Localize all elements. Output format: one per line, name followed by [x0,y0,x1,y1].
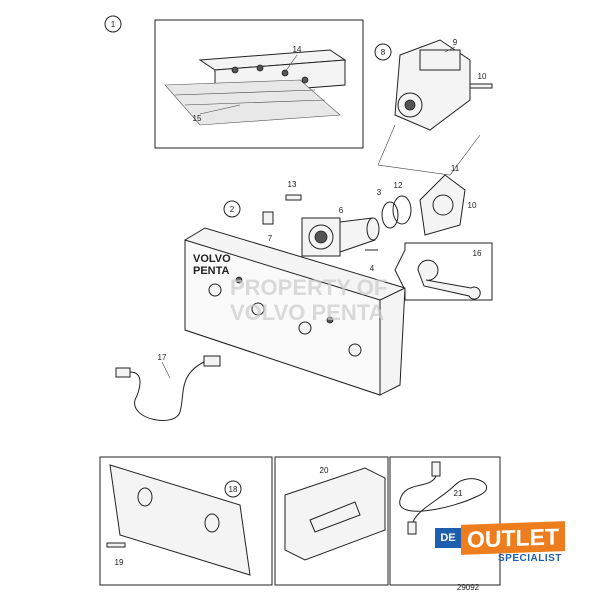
detail-box-21 [389,456,501,586]
part-label-12: 12 [394,181,403,190]
panel-logo-penta: PENTA [193,265,230,277]
cable-harness [115,355,221,421]
front-plate [106,464,251,576]
part-label-21: 21 [454,489,463,498]
motor-assembly [262,174,466,257]
part-label-3: 3 [377,188,382,197]
part-label-16: 16 [473,249,482,258]
callout-group-1: 1 [104,15,122,33]
panel-logo-volvo: VOLVO [193,253,231,265]
part-label-10: 10 [478,72,487,81]
detail-box-18 [99,456,273,586]
callout-group-8: 8 [374,43,392,61]
sensor-cable [399,461,488,535]
svg-text:8: 8 [381,48,386,57]
drawing-number: 29092 [457,583,480,592]
control-unit [284,467,386,561]
actuator-assembly [377,39,493,176]
part-label-17: 17 [158,353,167,362]
watermark-line-2: VOLVO PENTA [230,300,385,325]
logo-main: OUTLET [461,521,565,555]
watermark-line-1: PROPERTY OF [230,275,387,300]
part-label-7: 7 [268,234,273,243]
part-label-4: 4 [370,264,375,273]
svg-text:18: 18 [229,485,238,494]
detail-box-1 [154,19,364,149]
part-label-14: 14 [293,45,302,54]
wrench-tool [417,259,481,300]
part-label-20: 20 [320,466,329,475]
part-label-13: 13 [288,180,297,189]
svg-text:2: 2 [230,205,235,214]
control-panel: VOLVO PENTA [184,227,406,396]
detail-box-20 [274,456,389,586]
logo-sub: SPECIALIST [498,553,562,564]
callout-group-18: 18 [224,480,242,498]
part-label-19: 19 [115,558,124,567]
part-label-15: 15 [193,114,202,123]
part-label-10b: 10 [468,201,477,210]
svg-text:1: 1 [111,20,116,29]
de-outlet-specialist-logo: DE OUTLET SPECIALIST [435,521,570,571]
part-label-11: 11 [451,164,460,173]
callout-group-2: 2 [223,200,241,218]
part-label-6: 6 [339,206,344,215]
part-label-9: 9 [453,38,458,47]
bracket-assembly [164,49,347,126]
logo-prefix: DE [435,528,461,548]
